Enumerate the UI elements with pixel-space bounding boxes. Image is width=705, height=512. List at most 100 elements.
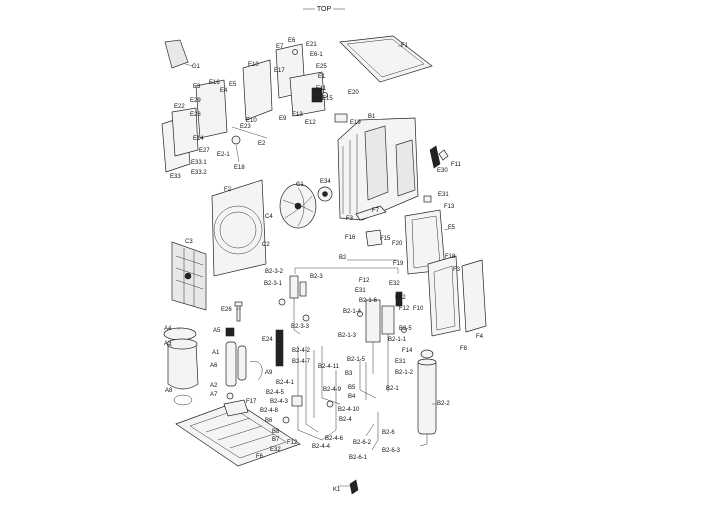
label-f12b: F12 xyxy=(399,306,410,312)
label-b2-4-6: B2-4-6 xyxy=(325,436,344,442)
label-c1: C1 xyxy=(296,182,304,188)
label-e31a: E31 xyxy=(438,192,449,198)
label-e21: E21 xyxy=(306,42,317,48)
label-e24: E24 xyxy=(262,337,273,343)
label-b2-6-3: B2-6-3 xyxy=(382,448,401,454)
label-c4: C4 xyxy=(265,214,273,220)
label-b2-1: B2-1 xyxy=(386,386,399,392)
pipes-b2-6 xyxy=(349,412,379,495)
label-b2-4-2: B2-4-2 xyxy=(292,348,311,354)
label-f4: F4 xyxy=(476,334,484,340)
label-a3: A3 xyxy=(164,341,172,347)
label-f6: F6 xyxy=(256,454,264,460)
label-b2-4-4: B2-4-4 xyxy=(312,444,331,450)
terminal-e24 xyxy=(275,329,284,367)
label-b2-4-10: B2-4-10 xyxy=(338,407,360,413)
label-f13: F13 xyxy=(444,204,455,210)
label-e32a: E32 xyxy=(389,281,400,287)
label-b2-4-11: B2-4-11 xyxy=(318,364,340,370)
label-f3b: F3 xyxy=(453,267,461,273)
label-a1: A1 xyxy=(212,350,220,356)
label-e23: E23 xyxy=(240,124,251,130)
label-e26: E26 xyxy=(221,307,232,313)
label-e17: E17 xyxy=(274,68,285,74)
label-b2-1-4: B2-1-4 xyxy=(343,309,362,315)
label-b7: B7 xyxy=(272,437,280,443)
label-e10b: E10 xyxy=(246,118,257,124)
label-b8: B8 xyxy=(272,429,280,435)
label-e25: E25 xyxy=(316,64,327,70)
base-plate-f6 xyxy=(175,399,301,467)
label-b2-1-3: B2-1-3 xyxy=(338,333,357,339)
label-f20: F20 xyxy=(392,241,403,247)
label-e32b: E32 xyxy=(395,295,406,301)
label-b2-3-3: B2-3-3 xyxy=(291,324,310,330)
label-e9: E9 xyxy=(279,116,287,122)
label-e33-1: E33.1 xyxy=(191,160,207,166)
label-b3: B3 xyxy=(345,371,353,377)
label-e12: E12 xyxy=(305,120,316,126)
manifold-b2-1 xyxy=(357,291,407,392)
label-b2-4-9: B2-4-9 xyxy=(323,387,342,393)
label-e6: E6 xyxy=(288,38,296,44)
label-f19: F19 xyxy=(393,261,404,267)
label-a8: A8 xyxy=(165,388,173,394)
label-e1: E1 xyxy=(318,74,326,80)
label-g1: G1 xyxy=(192,64,201,70)
label-f14: F14 xyxy=(402,348,413,354)
label-e28: E28 xyxy=(190,112,201,118)
part-labels: F1 G1 E6 E7 E21 E6-1 E17 E25 E1 E10 E5 E… xyxy=(164,38,484,493)
label-f3a: F3 xyxy=(346,216,354,222)
label-f1: F1 xyxy=(401,43,409,49)
label-a2: A2 xyxy=(210,383,218,389)
label-e3: E3 xyxy=(193,84,201,90)
leader-lines xyxy=(167,227,453,487)
label-c2: C2 xyxy=(262,242,270,248)
label-a9: A9 xyxy=(265,370,273,376)
right-panels xyxy=(427,255,487,337)
top-panel-f1 xyxy=(339,35,433,83)
label-a6: A6 xyxy=(210,363,218,369)
cover-g1 xyxy=(164,39,194,69)
top-label: TOP xyxy=(317,6,332,13)
label-a4: A4 xyxy=(164,326,172,332)
label-k1: K1 xyxy=(333,487,341,493)
label-f10: F10 xyxy=(413,306,424,312)
label-f2: F2 xyxy=(224,187,232,193)
label-e31b: E31 xyxy=(355,288,366,294)
label-e29: E29 xyxy=(190,98,201,104)
label-e10a: E10 xyxy=(248,62,259,68)
label-b2-1-1: B2-1-1 xyxy=(388,337,407,343)
label-f15: F15 xyxy=(380,236,391,242)
label-b2-6-1: B2-6-1 xyxy=(349,455,368,461)
label-e33-2: E33.2 xyxy=(191,170,207,176)
label-b2-4-5: B2-4-5 xyxy=(266,390,285,396)
label-e22: E22 xyxy=(174,104,185,110)
label-b4: B4 xyxy=(348,394,356,400)
label-b1: B1 xyxy=(368,114,376,120)
label-e2: E2 xyxy=(258,141,266,147)
label-b2-3-2: B2-3-2 xyxy=(265,269,284,275)
label-b6: B6 xyxy=(265,418,273,424)
label-e20: E20 xyxy=(348,90,359,96)
compressor-a xyxy=(163,327,263,406)
label-b2-4-3: B2-4-3 xyxy=(270,399,289,405)
control-box-assembly xyxy=(161,43,348,173)
label-e13: E13 xyxy=(292,112,303,118)
label-e2-1: E2-1 xyxy=(217,152,230,158)
label-e5: E5 xyxy=(229,82,237,88)
label-f12a: F12 xyxy=(359,278,370,284)
piping-b2-4 xyxy=(282,346,341,441)
label-f11: F11 xyxy=(451,162,462,168)
label-b2: B2 xyxy=(339,255,347,261)
label-e14: E14 xyxy=(193,136,204,142)
label-f17: F17 xyxy=(246,399,257,405)
fan-c1 xyxy=(279,183,333,229)
front-panel-f2 xyxy=(211,179,267,277)
label-e19: E19 xyxy=(350,120,361,126)
label-e31c: E31 xyxy=(395,359,406,365)
label-b2-3: B2-3 xyxy=(310,274,323,280)
label-e32c: E32 xyxy=(270,447,281,453)
label-b2-4: B2-4 xyxy=(339,417,352,423)
